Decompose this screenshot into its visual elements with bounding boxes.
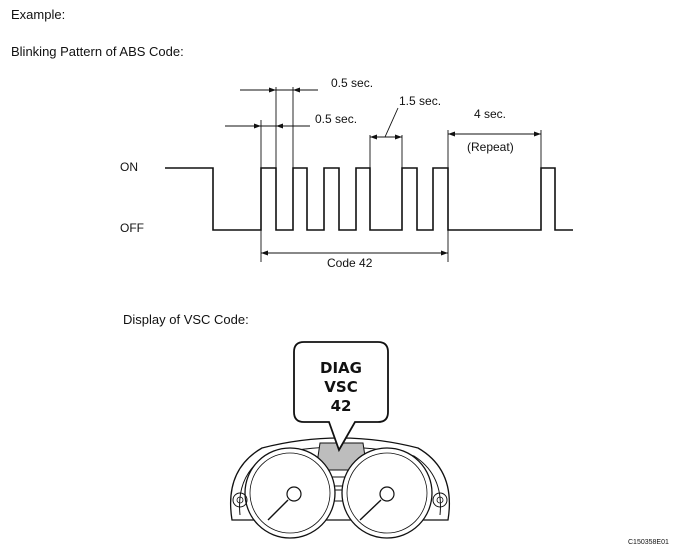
dim-4-sec: 4 sec. (474, 107, 506, 121)
display-line-vsc: VSC (324, 378, 357, 396)
dim-1-5-sec: 1.5 sec. (399, 94, 441, 108)
right-gauge (341, 447, 433, 539)
on-label: ON (120, 160, 138, 174)
code-42-label: Code 42 (327, 256, 373, 270)
dim-0-5-sec-mid: 0.5 sec. (315, 112, 357, 126)
example-label: Example: (11, 7, 66, 22)
display-line-diag: DIAG (320, 359, 362, 377)
abs-code-title: Blinking Pattern of ABS Code: (11, 44, 184, 59)
dimension-arrows (254, 87, 541, 256)
display-callout-bubble (293, 341, 389, 453)
display-line-code: 42 (331, 397, 352, 415)
dim-0-5-sec-top: 0.5 sec. (331, 76, 373, 90)
left-gauge (244, 447, 336, 539)
instrument-cluster (229, 437, 451, 539)
figure-id: C150358E01 (628, 539, 669, 546)
off-label: OFF (120, 221, 144, 235)
repeat-label: (Repeat) (467, 140, 514, 154)
blink-waveform (165, 167, 573, 231)
vsc-code-title: Display of VSC Code: (123, 312, 249, 327)
dimension-lines (225, 87, 542, 262)
